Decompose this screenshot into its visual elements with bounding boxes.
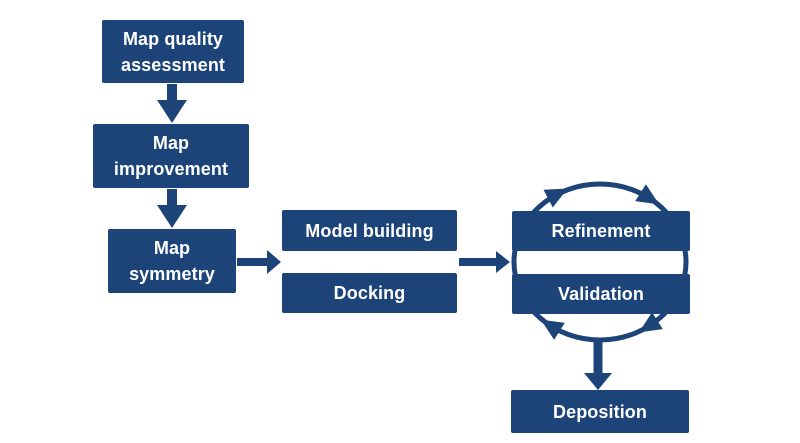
node-deposition: Deposition [511,390,689,433]
cycle-ring [511,181,689,343]
arrow-cycle-to-deposition [584,340,612,390]
arrow-improvement-to-symmetry [157,189,187,228]
cycle-arrowhead-bottom-left-icon [540,319,565,340]
arrow-symmetry-to-modelbuilding [237,250,281,274]
refinement-validation-cycle-arrow [511,181,689,343]
cycle-arrowhead-top-right-icon [635,184,660,205]
node-validation: Validation [512,274,690,314]
node-model-building: Model building [282,210,457,251]
cycle-arrowhead-top-left-icon [543,188,568,208]
arrow-quality-to-improvement [157,84,187,123]
node-label-line: Validation [557,284,645,304]
node-map-quality-assessment: Map quality assessment [102,20,244,83]
node-map-symmetry: Map symmetry [108,229,236,293]
node-label-line: assessment [120,54,226,75]
cycle-arrowhead-bottom-right-icon [638,312,663,333]
node-refinement: Refinement [512,211,690,251]
node-docking: Docking [282,273,457,313]
node-label-line: Model building [305,220,434,241]
arrow-modelbuilding-to-refinement [459,251,510,273]
node-label-line: Map [153,238,191,258]
node-map-improvement: Map improvement [93,124,249,188]
node-label-line: symmetry [129,264,215,284]
node-label-line: Deposition [553,401,647,422]
node-label-line: Map [152,133,190,153]
node-label-line: Refinement [551,221,651,241]
node-label-line: improvement [113,159,229,179]
node-label-line: Map quality [122,28,224,49]
node-label-line: Docking [333,283,406,303]
